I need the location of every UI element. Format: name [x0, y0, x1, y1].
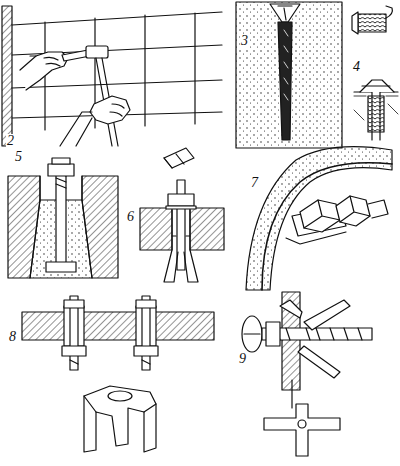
expansion-anchor-panel	[140, 148, 224, 282]
callout-number: 4	[352, 60, 361, 74]
callout-number: 3	[240, 34, 249, 48]
plug-panel	[236, 2, 342, 148]
toggle-bolt-panel	[242, 292, 372, 456]
plate-clip-panel	[22, 296, 214, 452]
callout-number: 9	[238, 352, 247, 366]
wall-bracket-panel	[246, 147, 392, 290]
callout-number: 7	[250, 176, 259, 190]
callout-number: 8	[8, 330, 17, 344]
callout-number: 5	[14, 150, 23, 164]
marking-panel	[2, 6, 222, 146]
wire-coil-panel	[352, 6, 398, 140]
callout-number: 2	[6, 134, 15, 148]
cemented-bolt-panel	[8, 158, 118, 278]
callout-number: 6	[126, 210, 135, 224]
